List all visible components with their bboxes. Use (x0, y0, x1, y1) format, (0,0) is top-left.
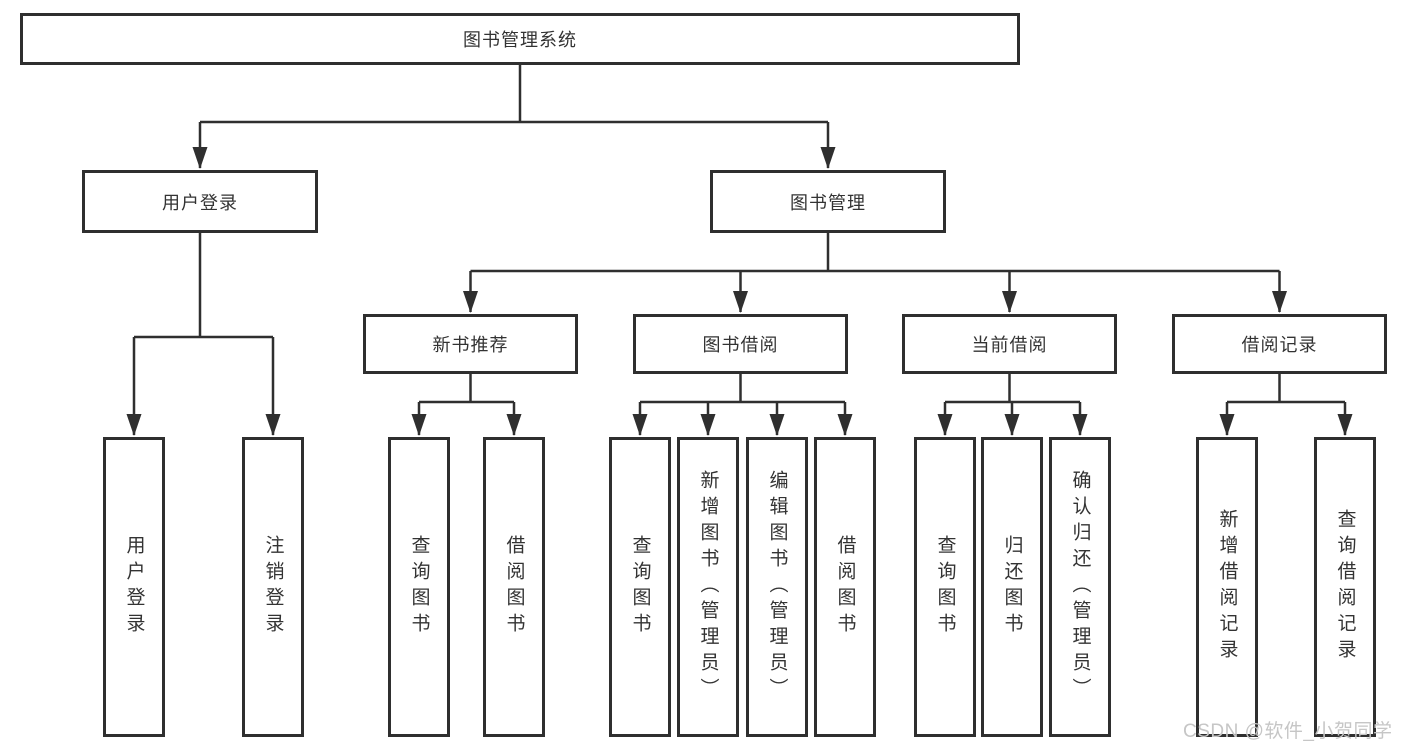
leaf-logout: 注销登录 (242, 437, 304, 737)
node-label: 确认归还（管理员） (1069, 470, 1091, 704)
node-label: 编辑图书（管理员） (766, 470, 788, 704)
node-library-management-system: 图书管理系统 (20, 13, 1020, 65)
node-new-book-recommendation: 新书推荐 (363, 314, 578, 374)
leaf-confirm-return-admin: 确认归还（管理员） (1049, 437, 1111, 737)
node-label: 新书推荐 (432, 335, 509, 355)
leaf-query-borrow-record: 查询借阅记录 (1314, 437, 1376, 737)
node-borrowing-records: 借阅记录 (1172, 314, 1387, 374)
csdn-watermark: CSDN @软件_小贺同学 (1183, 721, 1393, 742)
node-label: 图书借阅 (702, 335, 779, 355)
leaf-user-login: 用户登录 (103, 437, 165, 737)
node-label: 借阅图书 (503, 535, 525, 639)
node-current-borrowing: 当前借阅 (902, 314, 1117, 374)
node-book-management-branch: 图书管理 (710, 170, 946, 233)
node-label: 图书管理系统 (463, 30, 577, 50)
node-label: 图书管理 (790, 192, 866, 213)
leaf-query-books-borrow: 查询图书 (609, 437, 671, 737)
node-book-borrowing: 图书借阅 (633, 314, 848, 374)
node-user-login-branch: 用户登录 (82, 170, 318, 233)
node-label: 新增借阅记录 (1216, 509, 1238, 665)
leaf-return-books: 归还图书 (981, 437, 1043, 737)
node-label: 查询图书 (629, 535, 651, 639)
leaf-edit-books-admin: 编辑图书（管理员） (746, 437, 808, 737)
node-label: 查询图书 (934, 535, 956, 639)
node-label: 查询借阅记录 (1334, 509, 1356, 665)
node-label: 当前借阅 (971, 335, 1048, 355)
node-label: 借阅记录 (1241, 335, 1318, 355)
leaf-borrow-books: 借阅图书 (814, 437, 876, 737)
node-label: 注销登录 (262, 535, 284, 639)
leaf-add-books-admin: 新增图书（管理员） (677, 437, 739, 737)
node-label: 归还图书 (1001, 535, 1023, 639)
leaf-query-books-current: 查询图书 (914, 437, 976, 737)
node-label: 查询图书 (408, 535, 430, 639)
node-label: 新增图书（管理员） (697, 470, 719, 704)
node-label: 借阅图书 (834, 535, 856, 639)
leaf-add-borrow-record: 新增借阅记录 (1196, 437, 1258, 737)
leaf-query-books-recommend: 查询图书 (388, 437, 450, 737)
node-label: 用户登录 (162, 192, 238, 213)
node-label: 用户登录 (123, 535, 145, 639)
leaf-borrow-books-recommend: 借阅图书 (483, 437, 545, 737)
